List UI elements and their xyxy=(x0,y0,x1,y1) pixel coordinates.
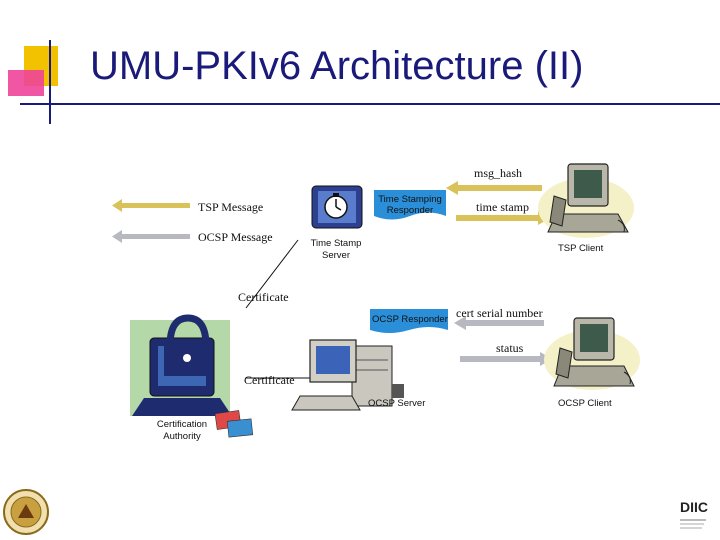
tsp-arrow-legend xyxy=(112,199,190,212)
legend-ocsp-message: OCSP Message xyxy=(198,230,273,244)
stopwatch-icon xyxy=(311,185,363,229)
ocsp-responder-box xyxy=(370,309,448,333)
msg-hash-arrow xyxy=(446,181,542,195)
certificate-label-bottom: Certificate xyxy=(244,373,295,387)
time-stamp-label: time stamp xyxy=(476,200,529,214)
legend-tsp-message: TSP Message xyxy=(198,200,264,214)
time-stamping-responder-label: Time Stamping Responder xyxy=(378,194,442,216)
ocsp-arrow-legend xyxy=(112,230,190,243)
ocsp-server-label: OCSP Server xyxy=(368,398,426,409)
status-label: status xyxy=(496,341,524,355)
certificate-cards-icon xyxy=(214,410,254,438)
time-stamping-responder-box xyxy=(374,190,446,220)
ocsp-client-computer-icon xyxy=(544,317,640,390)
ocsp-client-label: OCSP Client xyxy=(558,398,612,409)
tsp-client-label: TSP Client xyxy=(558,243,604,254)
svg-text:DIIC: DIIC xyxy=(680,499,708,515)
certification-authority-label: Certification Authority xyxy=(156,419,208,442)
certificate-label-top: Certificate xyxy=(238,290,289,304)
ocsp-responder-label: OCSP Responder xyxy=(372,314,448,325)
tsp-client-computer-icon xyxy=(538,163,634,238)
seal-logo xyxy=(3,489,49,535)
certificate-line-tsp xyxy=(245,239,299,309)
ocsp-server-computer-icon xyxy=(291,339,404,411)
time-stamp-server-label: Time Stamp Server xyxy=(310,238,362,261)
deco-pink-square xyxy=(8,70,44,96)
page-title: UMU-PKIv6 Architecture (II) xyxy=(90,44,584,88)
cert-serial-number-label: cert serial number xyxy=(456,306,543,320)
cert-serial-arrow xyxy=(454,316,544,330)
diic-logo: DIIC xyxy=(680,499,708,529)
padlock-icon xyxy=(130,314,232,416)
msg-hash-label: msg_hash xyxy=(474,166,522,180)
